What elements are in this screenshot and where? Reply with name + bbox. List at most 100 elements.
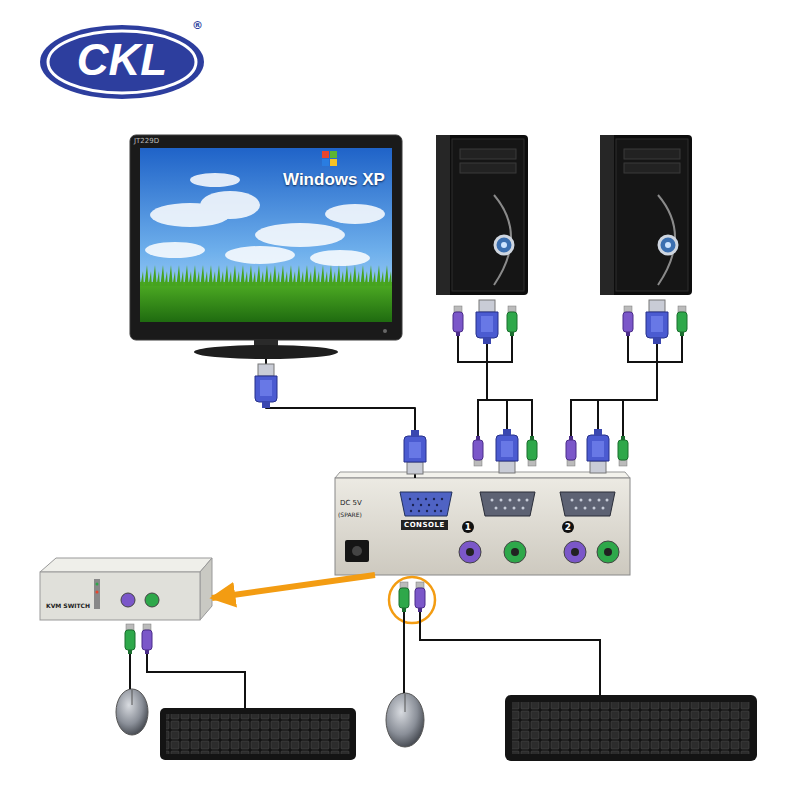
mouse <box>386 693 424 747</box>
kvm-switch-figure <box>420 504 422 506</box>
keyboard <box>166 714 350 754</box>
plug <box>473 436 483 466</box>
monitor-figure <box>200 191 260 219</box>
kvm-switch-figure <box>606 499 609 502</box>
kvm-switch-figure <box>602 507 605 510</box>
plug <box>415 582 425 612</box>
small-kvm-switch-figure <box>40 558 212 620</box>
cable <box>458 336 487 362</box>
kvm-switch-figure <box>335 472 630 478</box>
monitor-figure <box>322 159 329 166</box>
kvm-switch-figure <box>433 498 435 500</box>
cable <box>478 344 487 437</box>
small-kvm-switch-figure <box>145 593 159 607</box>
cable <box>129 654 131 689</box>
kvm-switch-figure <box>560 492 615 516</box>
plug <box>587 429 609 473</box>
plug <box>476 300 498 344</box>
kvm-switch-figure <box>466 548 474 556</box>
small-kvm-switch-figure <box>40 558 212 572</box>
kvm-switch-figure <box>335 472 630 575</box>
kvm-switch-figure <box>522 507 525 510</box>
kvm-switch-figure <box>409 498 443 512</box>
mouse <box>132 690 133 705</box>
kvm-switch-figure <box>480 492 535 516</box>
kvm-switch-figure <box>580 499 583 502</box>
monitor-figure <box>145 242 205 258</box>
plug <box>404 430 426 474</box>
cable <box>598 400 657 429</box>
cable <box>571 344 657 437</box>
keyboard <box>512 702 750 754</box>
keyboard <box>160 708 356 760</box>
monitor-figure <box>140 262 392 286</box>
mouse <box>405 694 406 712</box>
small-kvm-switch: KVM SWITCH <box>40 558 212 620</box>
plug <box>125 624 135 654</box>
product-label: KVM SWITCH <box>46 602 90 609</box>
cable <box>130 336 682 708</box>
kvm-switch-figure <box>459 541 481 563</box>
small-kvm-switch-figure <box>94 579 100 609</box>
monitor-figure <box>130 135 402 340</box>
monitor-figure <box>140 148 392 322</box>
computer-tower <box>600 135 692 295</box>
kvm-switch-figure <box>504 541 526 563</box>
cable <box>420 612 600 695</box>
kvm-switch-figure <box>571 548 579 556</box>
registered-mark: ® <box>192 20 203 31</box>
monitor-figure <box>194 345 338 359</box>
cable <box>623 400 657 437</box>
kvm-switch-figure <box>504 507 507 510</box>
kvm-switch-figure <box>409 498 411 500</box>
small-kvm-switch-figure <box>96 591 99 594</box>
kvm-switch-figure <box>564 541 586 563</box>
kvm-switch-figure <box>604 548 612 556</box>
plug <box>399 582 409 612</box>
kvm-switch-figure <box>571 499 574 502</box>
kvm-switch-figure <box>425 498 427 500</box>
kvm-switch-figure <box>441 498 443 500</box>
monitor-figure <box>225 246 295 264</box>
cable <box>487 400 507 429</box>
kvm-switch: CONSOLE <box>335 478 630 575</box>
monitor-figure <box>330 151 337 158</box>
plug <box>677 306 687 336</box>
plug <box>507 306 517 336</box>
small-kvm-switch-figure <box>40 572 200 620</box>
cable <box>403 612 405 693</box>
monitor-figure <box>140 282 392 322</box>
kvm-switch-figure <box>436 504 438 506</box>
kvm-switch-figure <box>335 478 630 575</box>
kvm-switch-figure <box>426 510 428 512</box>
kvm-switch-figure <box>491 499 609 510</box>
plug <box>646 300 668 344</box>
kvm-switch-figure <box>428 504 430 506</box>
plug <box>527 436 537 466</box>
port-number: 1 <box>462 521 474 533</box>
highlight-circle <box>389 577 435 623</box>
plug <box>125 300 687 654</box>
kvm-switch-figure <box>440 510 442 512</box>
power-label: DC 5V <box>340 500 362 508</box>
kvm-switch-figure <box>513 507 516 510</box>
plug <box>496 429 518 473</box>
monitor-figure <box>325 204 385 224</box>
kvm-switch-figure <box>526 499 529 502</box>
ckl-logo <box>40 25 204 99</box>
kvm-switch-figure <box>593 507 596 510</box>
monitor-figure <box>255 223 345 247</box>
plug <box>623 306 633 336</box>
ckl-logo <box>48 31 196 93</box>
kvm-switch-figure <box>352 546 362 556</box>
kvm-switch-figure <box>345 540 369 562</box>
monitor-figure <box>383 329 387 333</box>
kvm-switch-figure <box>509 499 512 502</box>
monitor-figure <box>322 151 329 158</box>
keyboard <box>505 695 757 761</box>
